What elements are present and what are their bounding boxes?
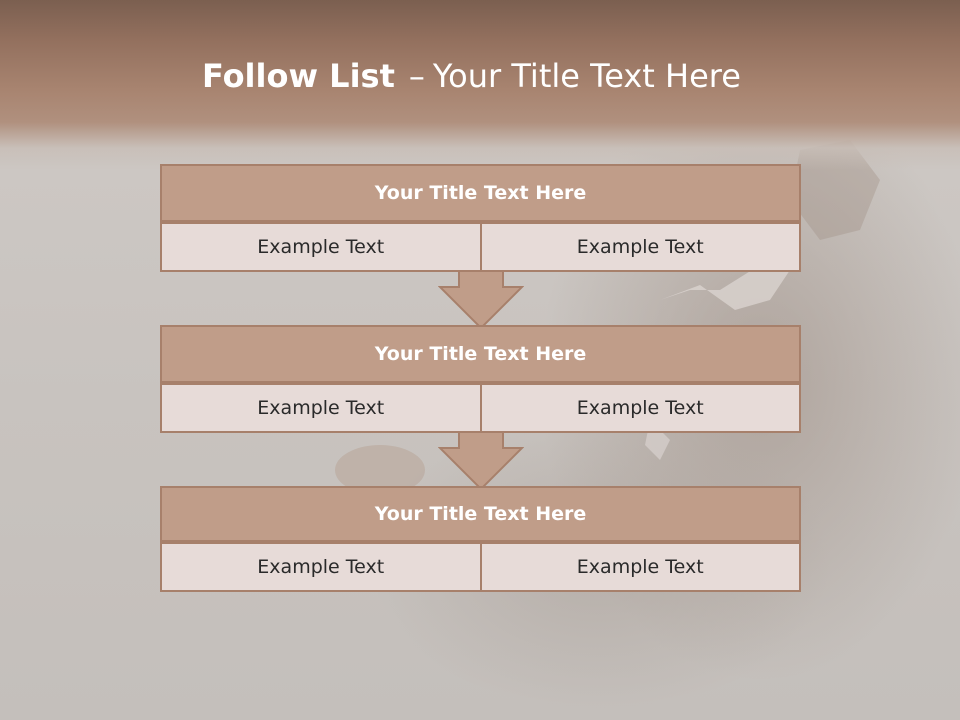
block-cell-left: Example Text — [160, 542, 482, 592]
block-row: Example Text Example Text — [160, 383, 801, 433]
down-arrow-icon — [438, 431, 524, 491]
block-row: Example Text Example Text — [160, 542, 801, 592]
block-title: Your Title Text Here — [160, 164, 801, 222]
slide-title: Follow List–Your Title Text Here — [202, 56, 741, 96]
block-row: Example Text Example Text — [160, 222, 801, 272]
block-cell-left: Example Text — [160, 222, 482, 272]
slide-title-bold: Follow List — [202, 57, 395, 95]
slide-title-text: Your Title Text Here — [432, 57, 741, 95]
block-cell-right: Example Text — [481, 383, 801, 433]
block-cell-left: Example Text — [160, 383, 482, 433]
list-block-2: Your Title Text Here Example Text Exampl… — [160, 325, 801, 433]
block-cell-right: Example Text — [481, 542, 801, 592]
down-arrow-icon — [438, 270, 524, 330]
list-block-1: Your Title Text Here Example Text Exampl… — [160, 164, 801, 272]
header-band — [0, 0, 960, 170]
slide-title-separator: – — [408, 57, 425, 95]
block-cell-right: Example Text — [481, 222, 801, 272]
block-title: Your Title Text Here — [160, 325, 801, 383]
block-title: Your Title Text Here — [160, 486, 801, 542]
list-block-3: Your Title Text Here Example Text Exampl… — [160, 486, 801, 592]
